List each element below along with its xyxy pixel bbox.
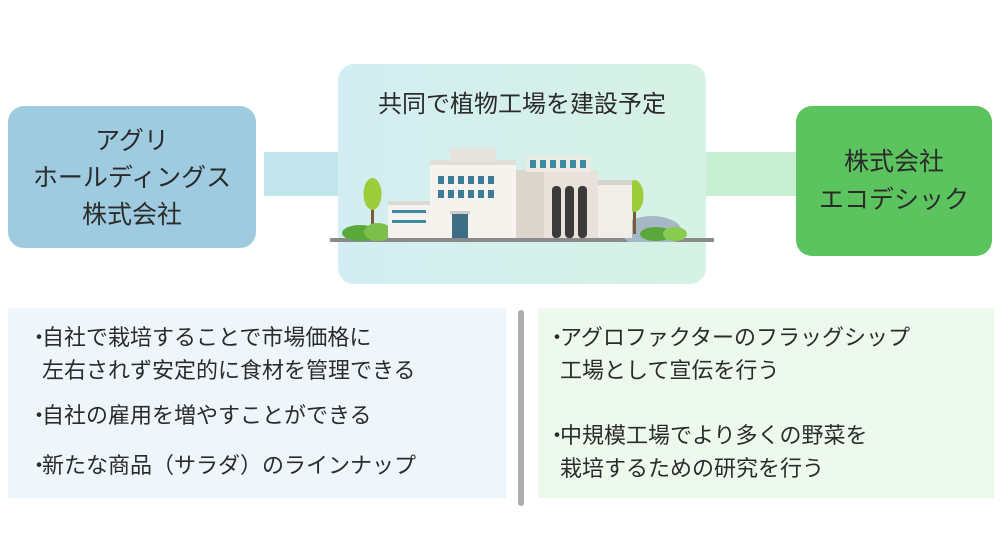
left-party-box: アグリ ホールディングス 株式会社 [8, 106, 256, 248]
right-benefits-panel [538, 308, 994, 498]
left-benefit-line: 左右されず安定的に食材を管理できる [42, 359, 416, 384]
right-benefit-continuation: 工場として宣伝を行う [560, 355, 779, 388]
left-benefit-line: 新たな商品（サラダ）のラインナップ [42, 454, 417, 479]
bullet-icon: ・ [28, 454, 51, 479]
bullet-icon: ・ [28, 326, 51, 351]
right-benefit-line: 中規模工場でより多くの野菜を [560, 424, 868, 449]
left-party-line: 株式会社 [81, 199, 182, 229]
left-party-line: アグリ [95, 125, 169, 155]
factory-building-icon [330, 148, 714, 242]
right-benefit-line: 工場として宣伝を行う [560, 359, 780, 384]
right-party-line: エコデシック [818, 185, 969, 214]
bullet-icon: ・ [546, 326, 569, 351]
left-benefit-line: 自社の雇用を増やすことができる [42, 404, 372, 429]
joint-venture-box: 共同で植物工場を建設予定 [330, 64, 714, 284]
right-party-line: 株式会社 [843, 147, 944, 176]
joint-venture-title: 共同で植物工場を建設予定 [378, 90, 666, 118]
right-benefit-item: ・アグロファクターのフラッグシップ [546, 322, 910, 355]
left-benefit-continuation: 左右されず安定的に食材を管理できる [42, 355, 416, 388]
right-party-box: 株式会社 エコデシック [796, 106, 992, 256]
left-benefit-item: ・新たな商品（サラダ）のラインナップ [28, 450, 416, 483]
right-benefit-line: 栽培するための研究を行う [560, 457, 825, 482]
left-benefits-panel [8, 308, 506, 498]
left-benefit-item: ・自社で栽培することで市場価格に [28, 322, 371, 355]
bullet-icon: ・ [546, 424, 569, 449]
bullet-icon: ・ [28, 404, 51, 429]
connector-left [264, 152, 340, 196]
right-benefit-line: アグロファクターのフラッグシップ [560, 326, 911, 351]
connector-right [704, 152, 796, 196]
right-benefit-item: ・中規模工場でより多くの野菜を [546, 420, 868, 453]
left-benefit-item: ・自社の雇用を増やすことができる [28, 400, 372, 433]
left-party-line: ホールディングス [32, 162, 232, 192]
panel-divider [518, 310, 524, 506]
left-benefit-line: 自社で栽培することで市場価格に [42, 326, 372, 351]
right-benefit-continuation: 栽培するための研究を行う [560, 453, 824, 486]
